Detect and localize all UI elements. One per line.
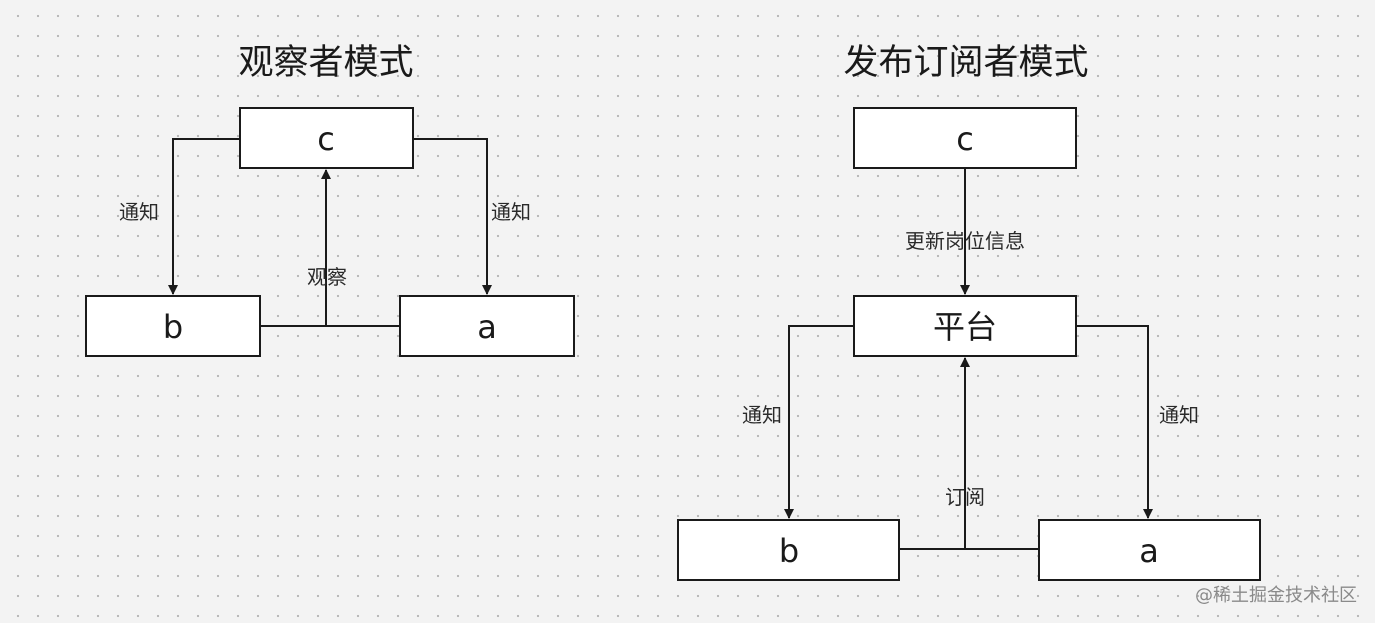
observer-node-c [239,107,414,169]
observer-observe-label: 观察 [307,265,347,289]
pubsub-node-a-label: a [1139,532,1159,570]
edge-platform-notify-a [1076,325,1153,519]
pubsub-node-a [1038,519,1261,581]
watermark: @稀土掘金技术社区 [1195,585,1357,606]
observer-node-b-label: b [163,308,183,346]
pubsub-subscribe-label: 订阅 [945,485,985,509]
observer-notify-left-label: 通知 [119,200,159,224]
edge-c-notify-a [413,138,492,295]
pubsub-node-platform-label: 平台 [933,308,997,346]
pubsub-node-c [853,107,1077,169]
observer-node-a-label: a [477,308,497,346]
pubsub-title: 发布订阅者模式 [843,43,1088,83]
edge-c-notify-b [168,138,240,295]
observer-title: 观察者模式 [238,43,413,83]
pubsub-node-platform [853,295,1077,357]
observer-diagram: 观察者模式 c b a 通知 通知 观察 [85,43,575,357]
pubsub-node-c-label: c [956,120,974,158]
observer-node-b [85,295,261,357]
pubsub-diagram: 发布订阅者模式 c 平台 b a 更新岗位信息 通知 通知 订阅 [677,43,1261,581]
observer-node-a [399,295,575,357]
pubsub-notify-left-label: 通知 [742,403,782,427]
pubsub-update-label: 更新岗位信息 [905,229,1025,253]
edge-platform-notify-b [784,325,854,519]
observer-notify-right-label: 通知 [491,200,531,224]
observer-node-c-label: c [317,120,335,158]
pubsub-node-b-label: b [779,532,799,570]
pubsub-node-b [677,519,900,581]
pubsub-notify-right-label: 通知 [1159,403,1199,427]
